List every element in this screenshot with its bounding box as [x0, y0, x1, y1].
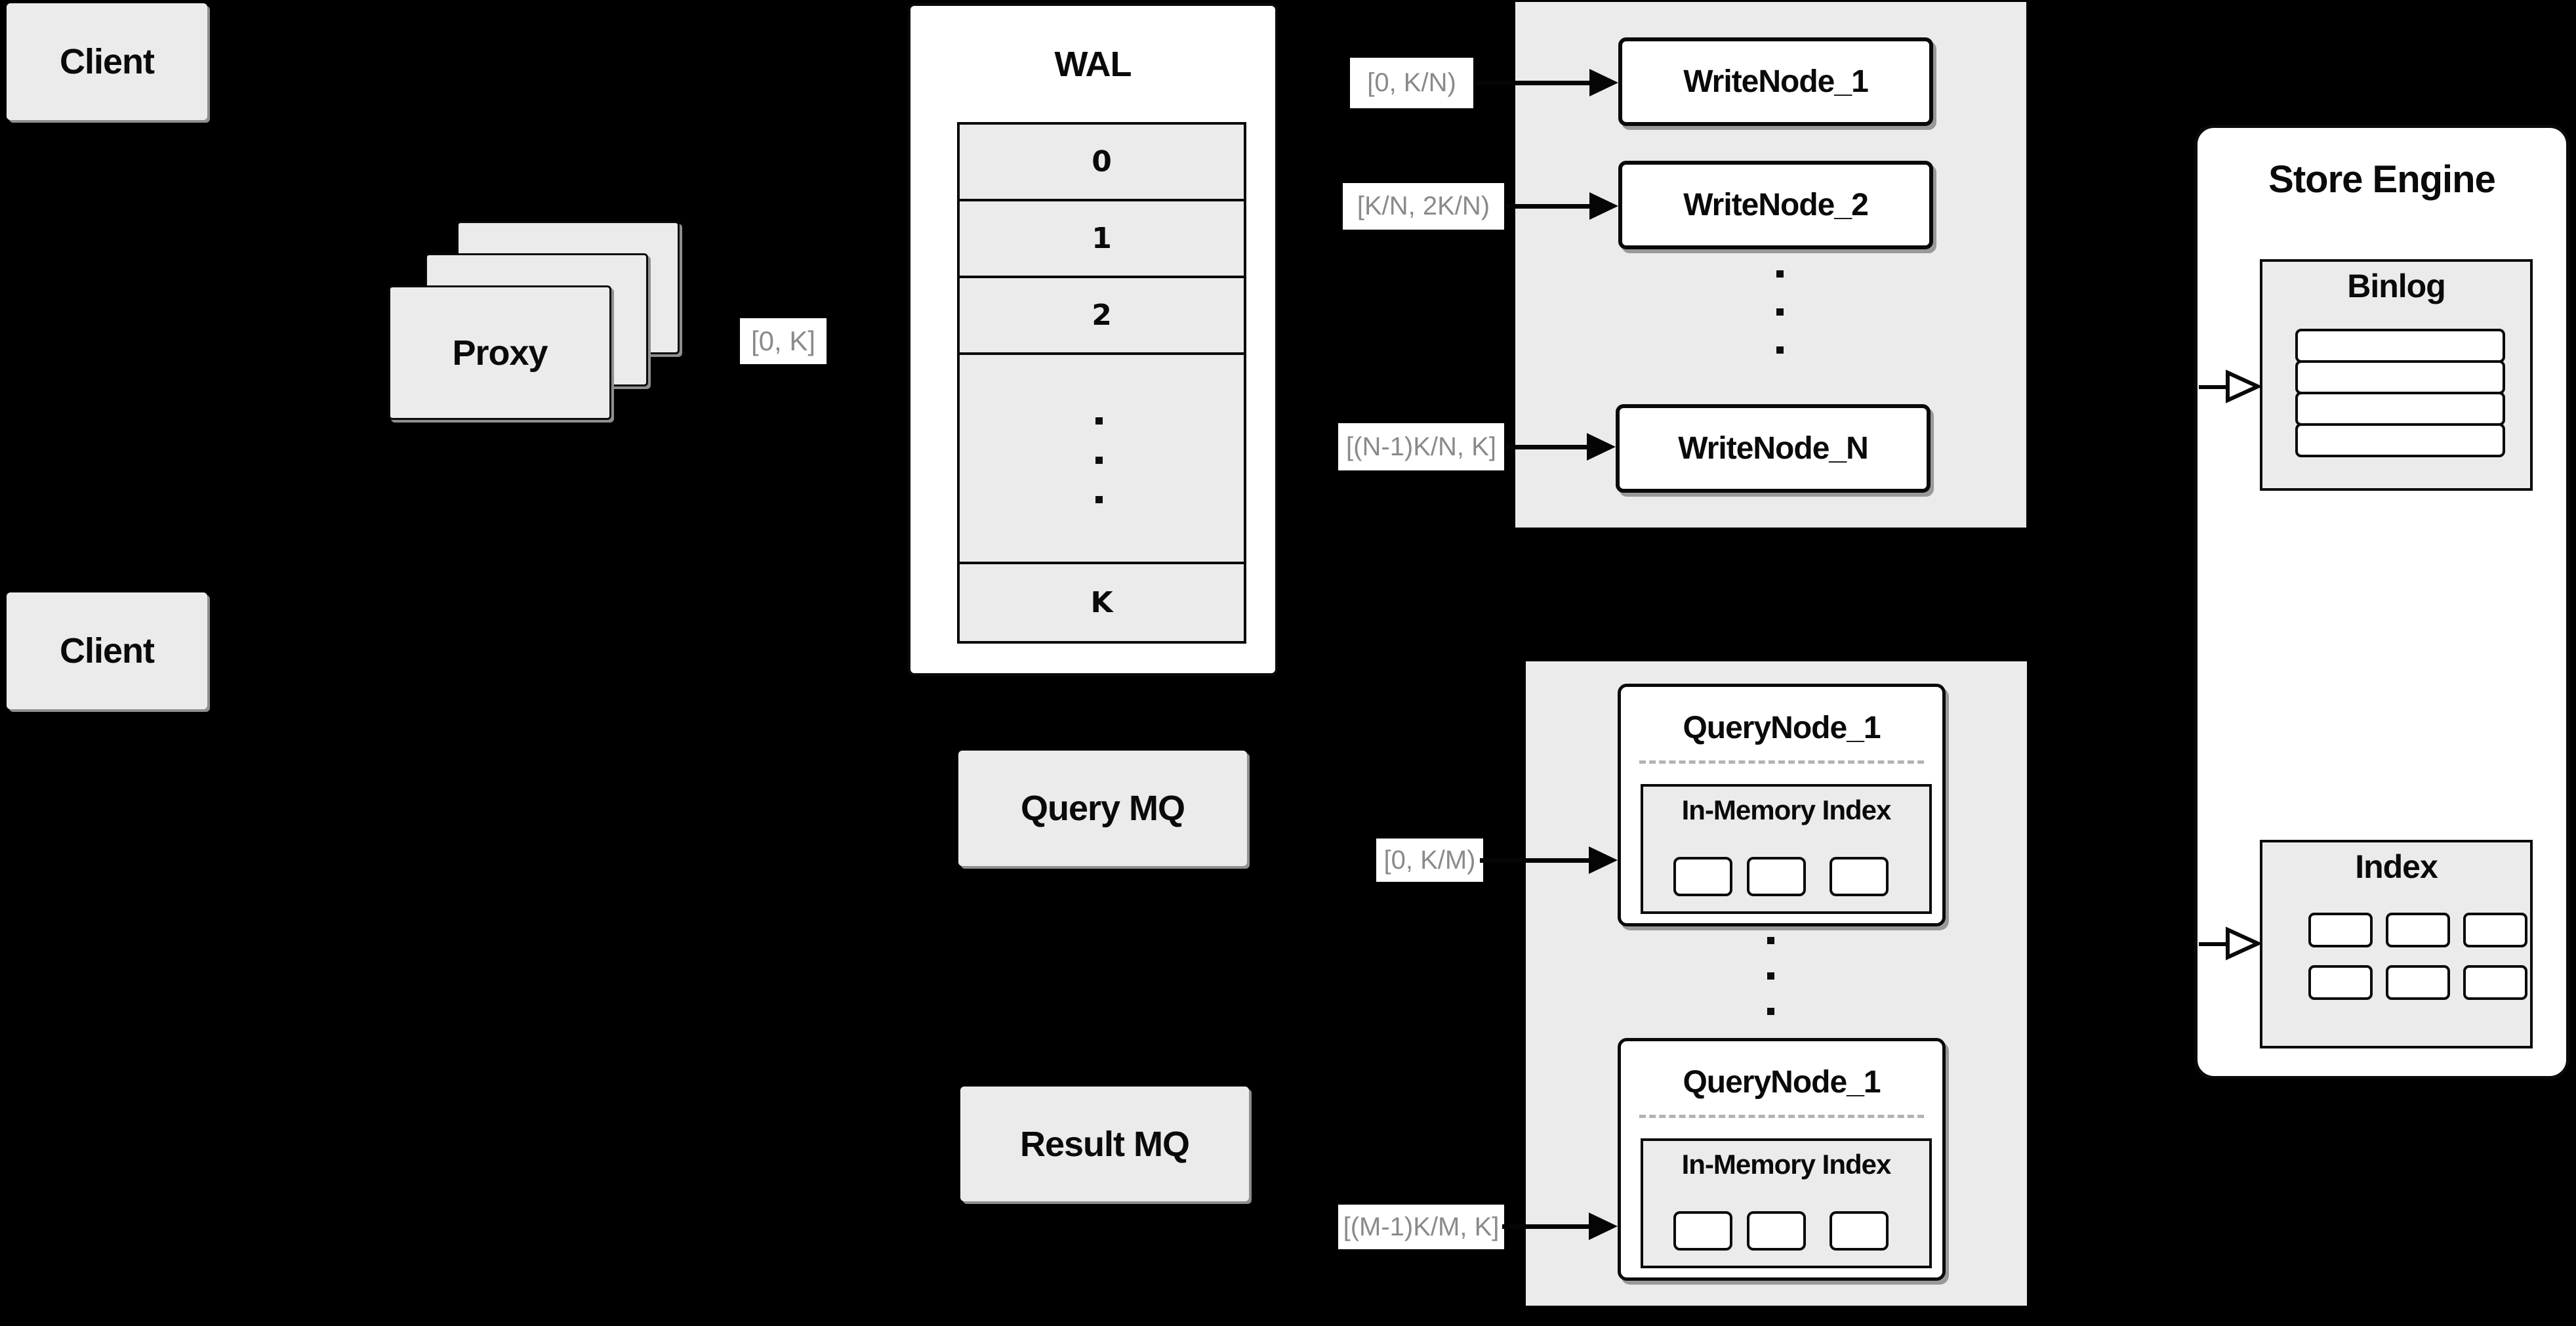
query-range-label-m: [(M-1)K/M, K] [1338, 1205, 1504, 1249]
dashed-divider [1639, 760, 1924, 764]
filled-arrow-icon [1589, 192, 1618, 220]
ellipsis-dot [1095, 417, 1103, 425]
arrow-line [1502, 1224, 1591, 1229]
wal-segment-table: 0 1 2 K [957, 122, 1246, 644]
ellipsis-dot [1095, 457, 1103, 464]
write-range-label-2: [K/N, 2K/N) [1343, 183, 1504, 230]
write-range-label-n: [(N-1)K/N, K] [1338, 423, 1504, 470]
query-range-label-1: [0, K/M) [1376, 839, 1483, 882]
ellipsis-dot [1767, 937, 1774, 944]
binlog-row [2295, 360, 2505, 394]
wal-segment-row-k: K [960, 564, 1244, 641]
binlog-box: Binlog [2260, 259, 2533, 491]
query-node-top-label: QueryNode_1 [1683, 711, 1881, 745]
binlog-row [2295, 392, 2505, 426]
client-bottom-label: Client [59, 631, 155, 671]
wal-segment-row-0: 0 [960, 125, 1244, 201]
result-mq-box: Result MQ [960, 1087, 1249, 1201]
proxy-range-label: [0, K] [740, 318, 827, 364]
query-node-bottom: QueryNode_1 In-Memory Index [1618, 1038, 1946, 1281]
in-memory-index-label: In-Memory Index [1681, 1149, 1892, 1180]
write-node-n: WriteNode_N [1616, 404, 1931, 493]
ellipsis-dot [1776, 308, 1784, 316]
binlog-label: Binlog [2347, 268, 2446, 304]
wal-box: WAL 0 1 2 K [908, 3, 1278, 676]
query-mq-box: Query MQ [958, 751, 1247, 866]
result-mq-label: Result MQ [1019, 1124, 1190, 1164]
ellipsis-dot [1095, 496, 1103, 503]
store-engine-box: Store Engine Binlog Index [2194, 125, 2569, 1079]
filled-arrow-icon [1587, 433, 1616, 461]
index-cell [2386, 913, 2450, 947]
write-node-n-label: WriteNode_N [1678, 431, 1868, 466]
write-node-1: WriteNode_1 [1618, 37, 1933, 126]
index-cell [2386, 965, 2450, 1000]
memory-segment-cell [1830, 857, 1889, 896]
filled-arrow-icon [1589, 69, 1618, 96]
index-label: Index [2355, 848, 2438, 885]
memory-segment-cell [1673, 1211, 1732, 1251]
index-cell [2463, 913, 2527, 947]
wal-segment-row-1: 1 [960, 201, 1244, 278]
client-box-top: Client [7, 3, 207, 120]
ellipsis-dot [1776, 270, 1784, 278]
ellipsis-dot [1767, 972, 1774, 980]
query-mq-label: Query MQ [1020, 789, 1185, 828]
client-top-label: Client [59, 42, 155, 81]
index-box: Index [2260, 840, 2533, 1048]
proxy-label: Proxy [452, 333, 548, 373]
open-arrow-icon [2226, 369, 2262, 404]
memory-segment-cell [1747, 857, 1806, 896]
client-box-bottom: Client [7, 592, 207, 709]
arrow-line [1505, 445, 1590, 449]
binlog-row [2295, 423, 2505, 457]
proxy-card-front: Proxy [388, 285, 611, 420]
index-cell [2308, 965, 2373, 1000]
write-node-2: WriteNode_2 [1618, 161, 1933, 249]
memory-segment-cell [1747, 1211, 1806, 1251]
query-node-top: QueryNode_1 In-Memory Index [1618, 684, 1946, 926]
index-cell [2463, 965, 2527, 1000]
binlog-row [2295, 329, 2505, 363]
in-memory-index-box: In-Memory Index [1641, 784, 1932, 914]
arrow-line [2199, 942, 2230, 946]
in-memory-index-label: In-Memory Index [1681, 795, 1892, 825]
arrow-line [1505, 204, 1593, 209]
filled-arrow-icon [1589, 846, 1618, 874]
wal-segment-row-2: 2 [960, 278, 1244, 355]
open-arrow-icon [2226, 926, 2262, 961]
arrow-line [2199, 385, 2230, 389]
write-node-1-label: WriteNode_1 [1683, 64, 1869, 99]
store-engine-title: Store Engine [2268, 158, 2496, 201]
arrow-line [1475, 81, 1593, 85]
memory-segment-cell [1830, 1211, 1889, 1251]
query-node-bottom-label: QueryNode_1 [1683, 1065, 1881, 1100]
ellipsis-dot [1776, 346, 1784, 354]
filled-arrow-icon [1589, 1212, 1618, 1240]
ellipsis-dot [1767, 1008, 1774, 1015]
memory-segment-cell [1673, 857, 1732, 896]
arrow-line [1480, 858, 1591, 863]
wal-ellipsis-row [960, 355, 1244, 564]
index-cell [2308, 913, 2373, 947]
write-node-2-label: WriteNode_2 [1683, 188, 1869, 222]
write-range-label-1: [0, K/N) [1350, 58, 1473, 108]
dashed-divider [1639, 1115, 1924, 1118]
wal-title: WAL [1054, 45, 1132, 84]
in-memory-index-box: In-Memory Index [1641, 1138, 1932, 1268]
